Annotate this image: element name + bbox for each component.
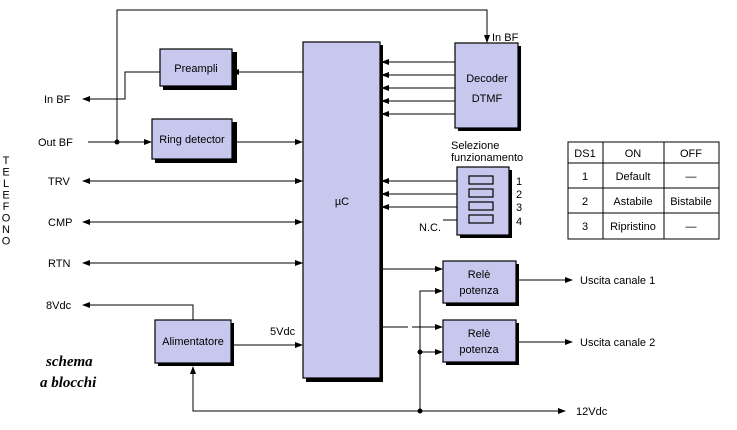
alimentatore-block: Alimentatore — [154, 319, 234, 366]
selector-position-4: 4 — [516, 216, 522, 228]
uscita-2-label: Uscita canale 2 — [580, 337, 655, 349]
side-letter: F — [3, 201, 10, 213]
table-header-off: OFF — [680, 148, 702, 160]
signal-labels: In BF Out BF TRV CMP RTN 8Vdc 5Vdc In BF… — [38, 32, 655, 418]
microcontroller-label: µC — [335, 196, 349, 208]
v12dc-label: 12Vdc — [576, 406, 608, 418]
table-header-ds1: DS1 — [574, 148, 595, 160]
table-cell: Ripristino — [610, 221, 656, 233]
ring-detector-label: Ring detector — [159, 134, 225, 146]
microcontroller-block: µC — [302, 41, 383, 382]
decoder-label-1: Decoder — [466, 73, 508, 85]
caption: schema a blocchi — [40, 354, 97, 391]
uscita-1-label: Uscita canale 1 — [580, 275, 655, 287]
side-letter: T — [3, 155, 10, 167]
table-cell: 3 — [582, 221, 588, 233]
table-cell: 1 — [582, 171, 588, 183]
table-cell: — — [686, 221, 697, 233]
trv-label: TRV — [48, 176, 70, 188]
nc-label: N.C. — [419, 222, 441, 234]
wires — [88, 9, 567, 412]
preampli-label: Preampli — [174, 63, 217, 75]
caption-line-1: schema — [45, 354, 93, 370]
preampli-block: Preampli — [159, 48, 237, 90]
selector-labels: Selezione funzionamento 1 2 3 4 — [451, 140, 523, 228]
selector-position-3: 3 — [516, 202, 522, 214]
rele-2-label-1: Relè — [468, 328, 491, 340]
rele-1-label-2: potenza — [459, 285, 499, 297]
rele-2-label-2: potenza — [459, 344, 499, 356]
rele-1-label-1: Relè — [468, 269, 491, 281]
in-bf-left-label: In BF — [44, 94, 71, 106]
rele-1-block: Relè potenza — [442, 260, 519, 306]
ring-detector-block: Ring detector — [151, 118, 237, 163]
selector-position-2: 2 — [516, 189, 522, 201]
selector-switch — [456, 166, 512, 238]
side-letter: E — [2, 190, 9, 202]
side-letter: N — [2, 224, 10, 236]
junction-dots — [114, 139, 423, 414]
rele-2-block: Relè potenza — [442, 319, 519, 365]
table-cell: Astabile — [613, 196, 652, 208]
caption-line-2: a blocchi — [40, 375, 97, 391]
alimentatore-label: Alimentatore — [162, 336, 224, 348]
table-header-on: ON — [625, 148, 642, 160]
side-letter: O — [2, 236, 11, 248]
cmp-label: CMP — [48, 217, 72, 229]
decoder-dtmf-block: Decoder DTMF — [454, 42, 521, 131]
side-letter: O — [2, 213, 11, 225]
in-bf-top-label: In BF — [492, 32, 519, 44]
selector-title-1: Selezione — [451, 140, 499, 152]
ds1-table: DS1 ON OFF 1 Default — 2 Astabile Bistab… — [567, 141, 720, 240]
arrowheads — [82, 35, 573, 414]
selector-position-1: 1 — [516, 176, 522, 188]
out-bf-label: Out BF — [38, 137, 73, 149]
side-letter: L — [3, 178, 9, 190]
rtn-label: RTN — [48, 258, 70, 270]
selector-title-2: funzionamento — [451, 152, 523, 164]
table-cell: Bistabile — [670, 196, 712, 208]
table-cell: 2 — [582, 196, 588, 208]
table-cell: Default — [616, 171, 651, 183]
side-letter: E — [2, 167, 9, 179]
v5dc-label: 5Vdc — [270, 326, 296, 338]
table-cell: — — [686, 171, 697, 183]
v8dc-label: 8Vdc — [46, 300, 72, 312]
decoder-label-2: DTMF — [472, 93, 503, 105]
